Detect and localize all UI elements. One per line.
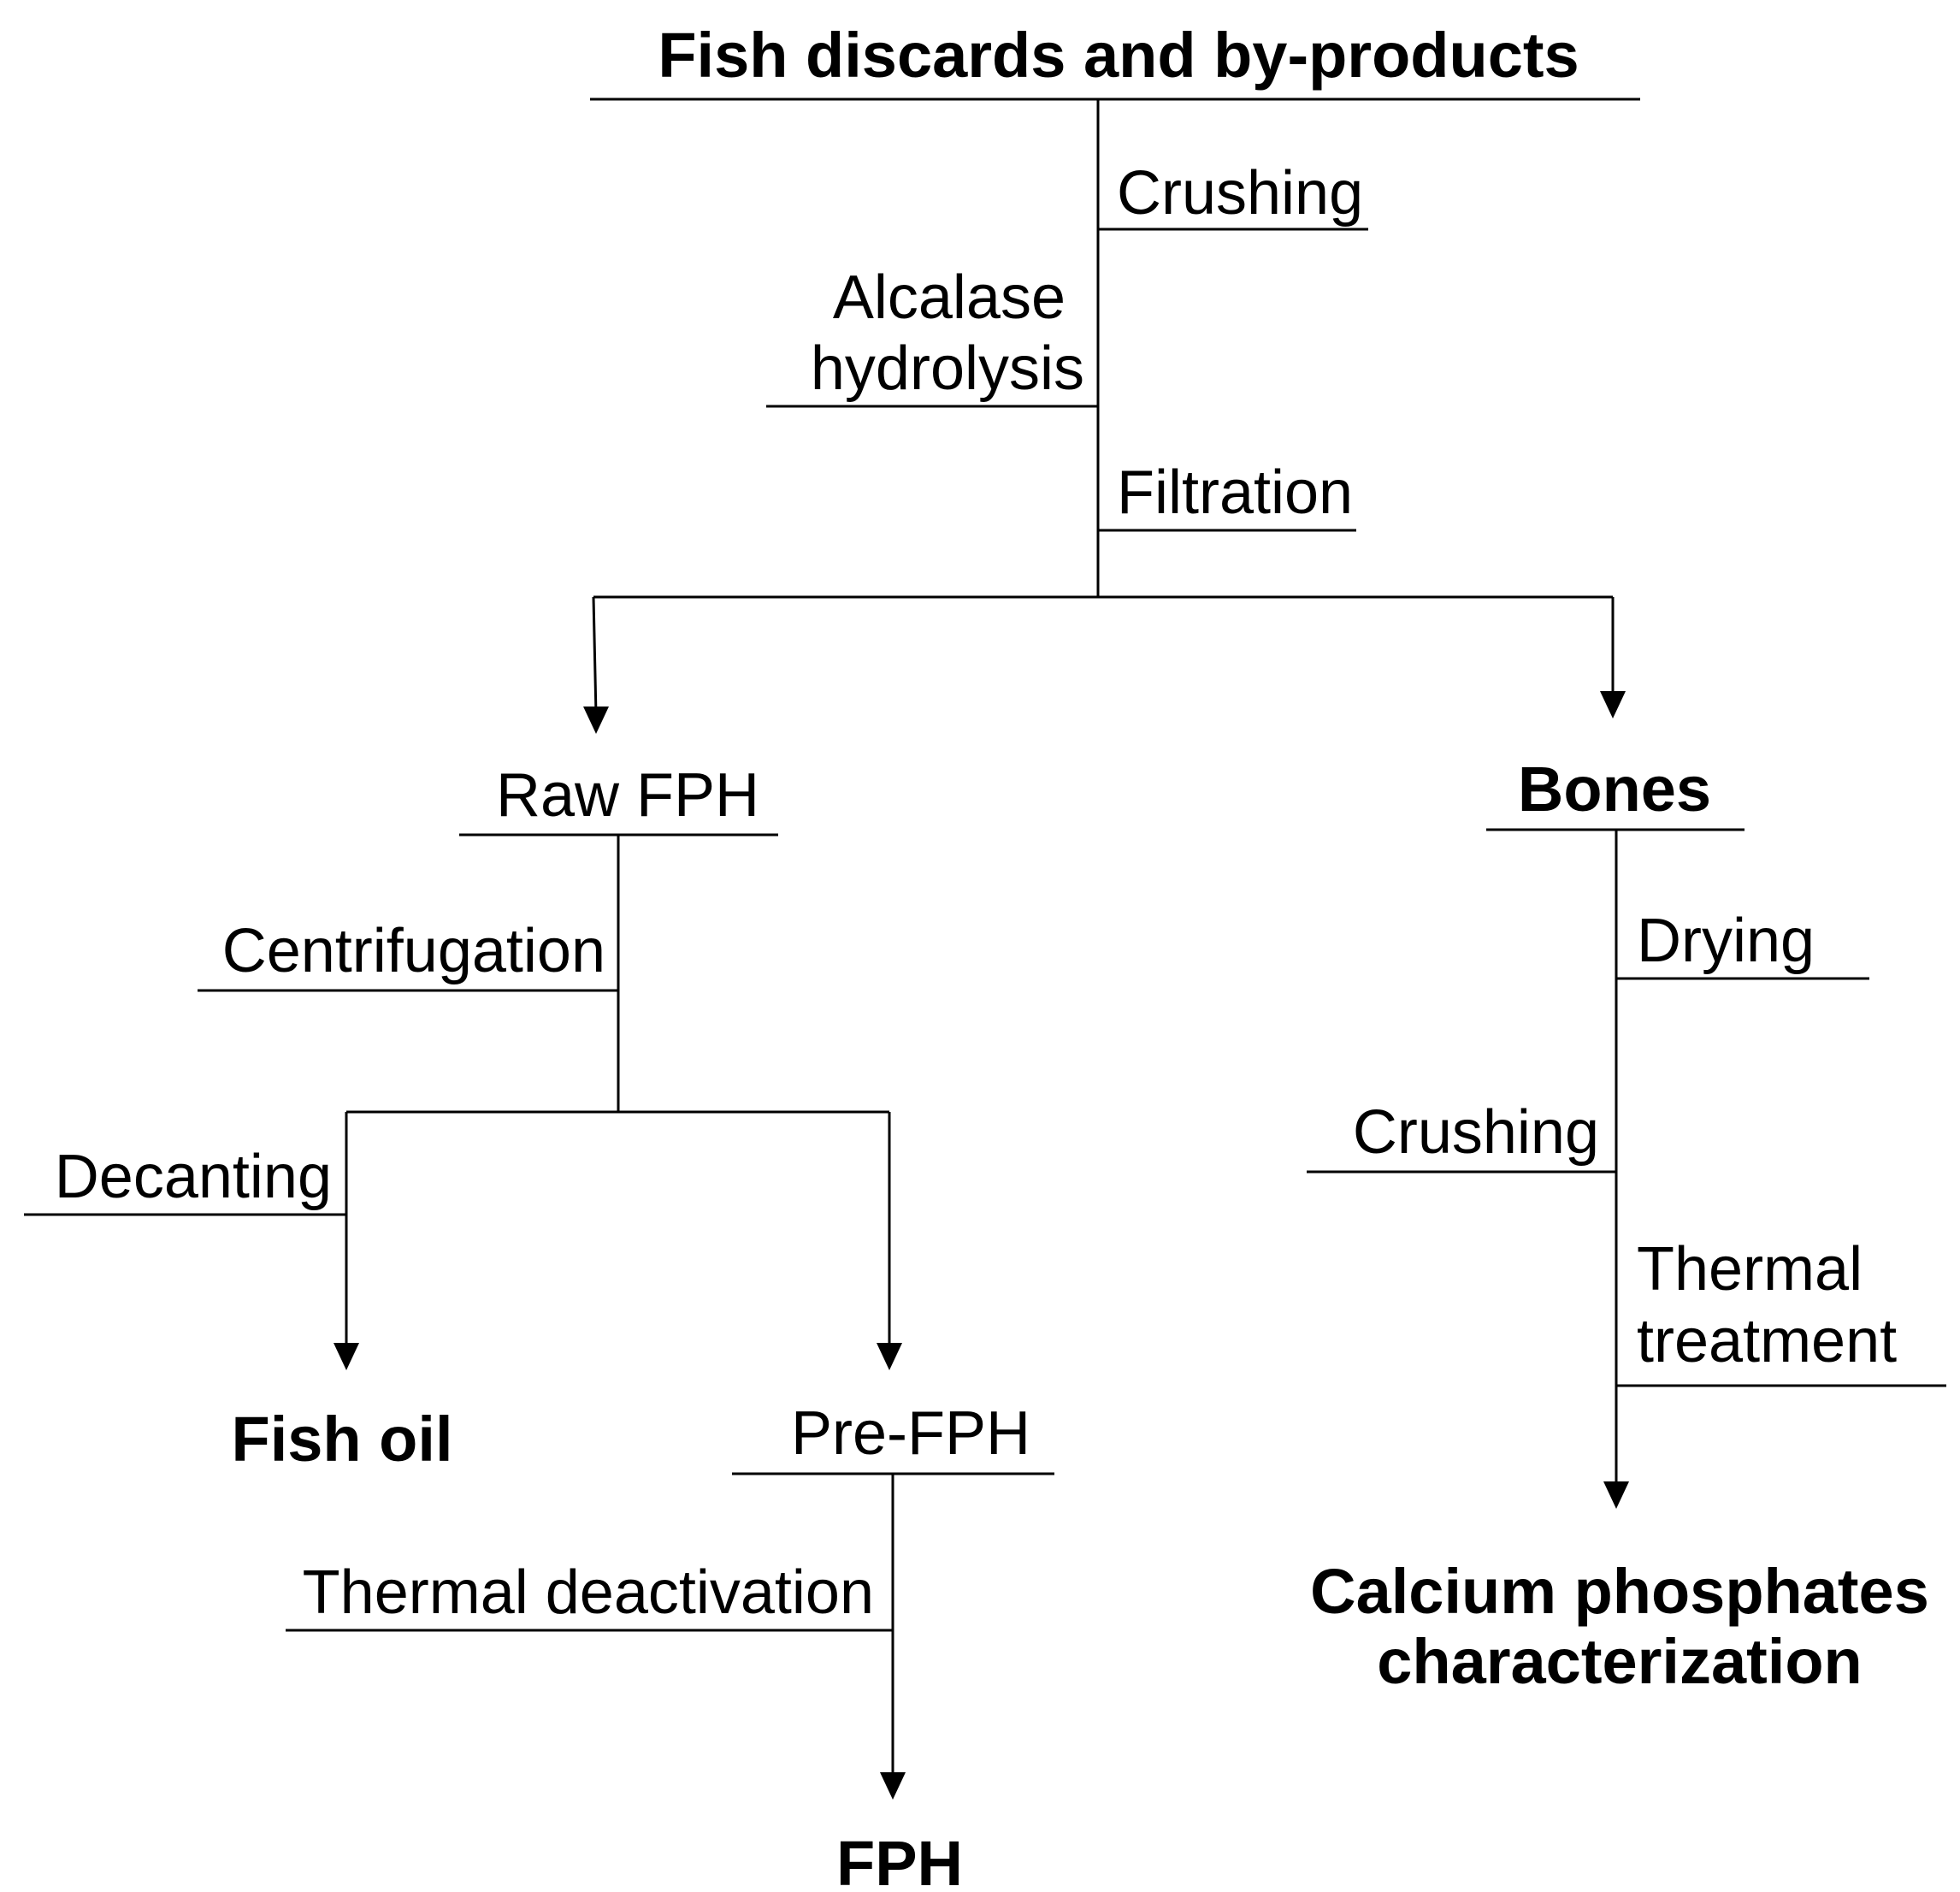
node-fph: FPH xyxy=(836,1828,963,1892)
node-raw-fph: Raw FPH xyxy=(496,761,759,830)
arrowhead-calcium xyxy=(1603,1481,1629,1509)
node-pre-fph: Pre-FPH xyxy=(791,1399,1030,1468)
step-thermal-deactivation: Thermal deactivation xyxy=(303,1558,874,1627)
step-decanting: Decanting xyxy=(55,1143,332,1211)
step-drying: Drying xyxy=(1637,907,1815,975)
arrowhead-bones xyxy=(1600,691,1626,718)
node-calcium-line2: characterization xyxy=(1377,1626,1863,1697)
step-thermal-treatment-line2: treatment xyxy=(1637,1307,1897,1375)
node-bones: Bones xyxy=(1518,754,1711,825)
arrowhead-fph xyxy=(880,1772,906,1800)
step-crushing-bones: Crushing xyxy=(1353,1098,1599,1167)
node-fish-oil: Fish oil xyxy=(232,1404,453,1475)
arrowhead-pre-fph xyxy=(877,1343,902,1370)
step-crushing-top: Crushing xyxy=(1117,159,1363,228)
root-node-label: Fish discards and by-products xyxy=(658,20,1579,91)
branch-to-raw-fph xyxy=(592,596,598,716)
step-thermal-treatment-line1: Thermal xyxy=(1637,1235,1863,1304)
arrowhead-fish-oil xyxy=(334,1343,359,1370)
step-alcalase-line1: Alcalase xyxy=(833,263,1066,332)
step-centrifugation: Centrifugation xyxy=(222,917,605,985)
step-alcalase-line2: hydrolysis xyxy=(811,334,1084,403)
arrowhead-raw-fph xyxy=(583,707,609,734)
step-filtration: Filtration xyxy=(1117,458,1353,527)
node-calcium-line1: Calcium phosphates xyxy=(1310,1556,1929,1627)
